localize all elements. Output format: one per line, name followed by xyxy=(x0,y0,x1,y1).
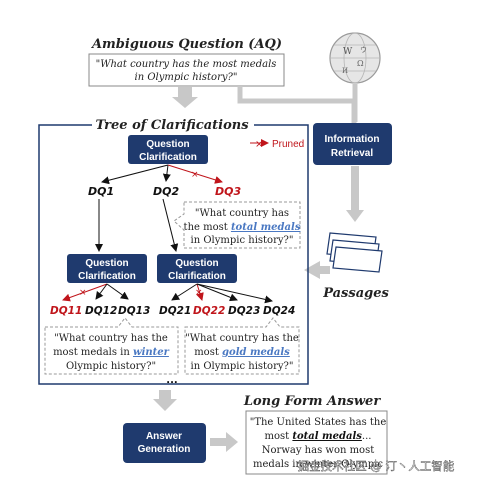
prune-x-icon: × xyxy=(255,139,263,150)
dq2-bubble-line3: in Olympic history?" xyxy=(191,235,294,246)
aq-text-line2: in Olympic history?" xyxy=(135,72,238,83)
answer-generation-box xyxy=(123,423,206,463)
edge-dq23 xyxy=(196,283,238,302)
lf-line3: Norway has won most xyxy=(262,445,374,456)
dq3-label: DQ3 xyxy=(215,185,241,198)
edge-dq22-pruned xyxy=(196,283,204,301)
dq24-bubble-line2: most gold medals xyxy=(194,347,290,358)
aq-box xyxy=(88,53,285,87)
pruned-legend: × Pruned xyxy=(250,139,304,150)
ambiguous-question-title: Ambiguous Question (AQ) xyxy=(90,37,282,52)
prune-x-icon: × xyxy=(195,288,203,298)
root-question-clarification-box xyxy=(128,135,208,164)
dq2-label: DQ2 xyxy=(153,185,179,198)
right-question-clarification-box xyxy=(157,254,237,283)
tree-to-generation-arrow xyxy=(153,390,177,411)
dq11-label: DQ11 xyxy=(50,305,82,317)
long-form-answer-box xyxy=(245,410,388,475)
ir-label-line2: Retrieval xyxy=(331,148,373,159)
dq13-bubble-line1: "What country has the xyxy=(54,333,168,344)
wikipedia-globe-icon: W Ω И ウ xyxy=(329,32,381,84)
long-form-answer-title: Long Form Answer xyxy=(243,394,382,409)
dq13-question-bubble xyxy=(44,317,179,375)
svg-text:И: И xyxy=(342,67,348,75)
dq24-label: DQ24 xyxy=(263,305,295,317)
dq21-label: DQ21 xyxy=(159,305,191,317)
dq23-label: DQ23 xyxy=(228,305,260,317)
more-ellipsis: ... xyxy=(166,375,177,386)
tree-title: Tree of Clarifications xyxy=(95,118,249,133)
dq13-bubble-line3: Olympic history?" xyxy=(66,361,156,372)
aq-text-line1: "What country has the most medals xyxy=(96,59,277,70)
documents-stack-icon xyxy=(326,232,383,273)
svg-text:ウ: ウ xyxy=(360,46,367,54)
svg-text:Ω: Ω xyxy=(357,59,364,68)
dq24-bubble-line1: "What country has the xyxy=(185,333,299,344)
pruned-label: Pruned xyxy=(272,139,304,150)
lf-line2: most total medals... xyxy=(265,431,372,442)
tree-title-bg xyxy=(92,116,254,134)
edge-dq11-pruned xyxy=(62,283,108,302)
qc-label-line2: Clarification xyxy=(168,271,226,282)
dq2-bubble-line1: "What country has xyxy=(195,208,289,219)
edge-dq2-qc xyxy=(162,198,179,252)
edge-dq13 xyxy=(106,283,129,300)
ir-label-line1: Information xyxy=(325,134,380,145)
qc-label-line1: Question xyxy=(175,258,218,269)
edge-root-dq3-pruned xyxy=(167,164,223,184)
passages-label: Passages xyxy=(322,286,389,301)
prune-x-icon: × xyxy=(79,288,87,298)
qc-label-line1: Question xyxy=(146,139,189,150)
dq24-question-bubble xyxy=(184,317,300,375)
qc-label-line2: Clarification xyxy=(78,271,136,282)
dq13-label: DQ13 xyxy=(118,305,150,317)
dq2-bubble-line2: the most total medals xyxy=(184,222,301,233)
dq13-bubble-line2: most medals in winter xyxy=(53,347,170,358)
qc-label-line1: Question xyxy=(85,258,128,269)
dq12-label: DQ12 xyxy=(85,305,117,317)
dq22-label: DQ22 xyxy=(193,305,225,317)
dq24-bubble-line3: in Olympic history?" xyxy=(191,361,294,372)
generation-to-answer-arrow xyxy=(210,432,238,452)
prune-x-icon: × xyxy=(191,170,199,180)
aq-to-retrieval-connector xyxy=(237,86,357,123)
edge-dq21 xyxy=(171,283,198,301)
edge-root-dq1 xyxy=(101,164,169,185)
passages-to-tree-arrow xyxy=(304,261,330,279)
dq2-question-bubble xyxy=(173,201,301,249)
lf-line4: medals in winter Olympic xyxy=(253,459,383,470)
left-question-clarification-box xyxy=(67,254,147,283)
information-retrieval-box xyxy=(313,123,392,165)
dq1-label: DQ1 xyxy=(88,185,114,198)
retrieval-to-passages-arrow xyxy=(346,166,364,222)
watermark-text: 掘金技术社区 @ 汀丶人工智能 xyxy=(298,459,455,473)
ag-label-line1: Answer xyxy=(146,431,182,442)
ag-label-line2: Generation xyxy=(138,444,191,455)
lf-line1: "The United States has the xyxy=(250,417,387,428)
qc-label-line2: Clarification xyxy=(139,152,197,163)
edge-dq24 xyxy=(196,283,273,304)
aq-to-tree-arrow xyxy=(172,87,198,108)
edge-dq12 xyxy=(95,283,108,300)
edge-root-dq2 xyxy=(162,164,171,182)
svg-text:W: W xyxy=(343,47,353,57)
